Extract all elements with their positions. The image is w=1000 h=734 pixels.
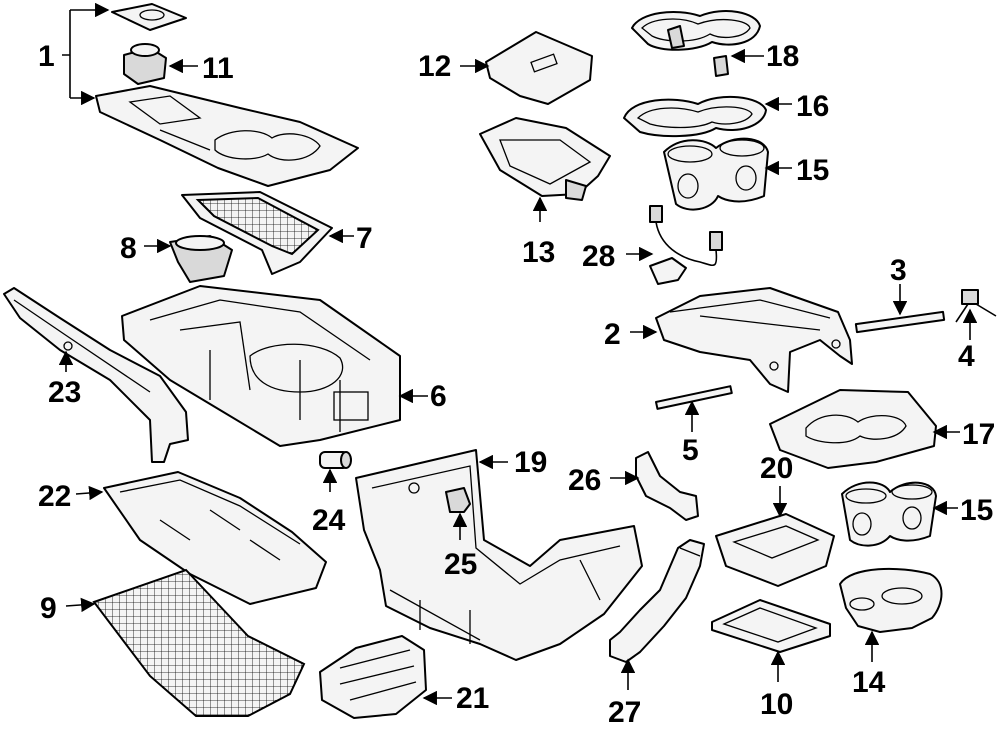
part-21-lower-bracket: [319, 635, 427, 719]
callout-4: 4: [958, 340, 975, 373]
part-26-duct: [635, 451, 699, 521]
part-9-mesh-net: [92, 568, 306, 717]
part-13-bracket: [479, 117, 611, 201]
callout-18: 18: [766, 40, 799, 73]
callout-14: 14: [852, 666, 886, 699]
part-23-side-bracket: [3, 287, 189, 463]
leader-lines: [58, 2, 978, 706]
callout-7: 7: [356, 222, 373, 255]
part-12-module: [485, 31, 593, 105]
part-8-bin: [169, 235, 233, 283]
part-25-clip: [445, 487, 471, 513]
part-15-cupholder-lower: [841, 481, 937, 547]
callout-20: 20: [760, 452, 793, 485]
callout-15-lower: 15: [960, 494, 993, 527]
part-16-ring: [623, 95, 767, 138]
callout-11: 11: [202, 52, 234, 85]
callout-22: 22: [38, 480, 71, 513]
callout-6: 6: [430, 380, 447, 413]
part-5-rod: [654, 385, 733, 410]
callout-12: 12: [418, 50, 451, 83]
callout-21: 21: [456, 682, 489, 715]
callout-23: 23: [48, 376, 81, 409]
callout-10: 10: [760, 688, 793, 721]
part-6-console-housing: [121, 285, 401, 447]
part-18-gasket: [631, 10, 761, 77]
callout-9: 9: [40, 592, 57, 625]
callout-25: 25: [444, 548, 477, 581]
part-15-cupholder-upper: [663, 137, 769, 211]
part-14-cupholder-base: [839, 567, 943, 633]
callout-3: 3: [890, 254, 907, 287]
callout-24: 24: [312, 504, 346, 537]
callout-27: 27: [608, 696, 641, 729]
callout-15-upper: 15: [796, 154, 829, 187]
callout-26: 26: [568, 464, 601, 497]
callout-17: 17: [962, 418, 995, 451]
callout-28: 28: [582, 240, 615, 273]
part-1-console-top-panel: [95, 85, 359, 187]
callout-13: 13: [522, 236, 555, 269]
part-3-rod: [854, 310, 946, 334]
callout-16: 16: [796, 90, 829, 123]
part-19-lower-frame: [355, 449, 643, 661]
callout-1: 1: [38, 40, 55, 73]
part-4-spring: [955, 289, 997, 323]
callout-8: 8: [120, 232, 137, 265]
part-1-bezel-cap: [111, 3, 187, 31]
part-10-mat: [711, 599, 831, 653]
callout-19: 19: [514, 446, 547, 479]
part-7-tray-panel: [181, 191, 333, 275]
part-2-armrest-lid: [655, 287, 853, 393]
part-20-storage-tray: [715, 513, 835, 587]
part-28-wire-harness: [649, 205, 723, 285]
callout-2: 2: [604, 318, 621, 351]
part-24-plug: [319, 451, 352, 469]
part-17-plate: [769, 389, 937, 469]
part-11-switch: [123, 43, 167, 85]
callout-5: 5: [682, 434, 699, 467]
part-22-side-panel: [103, 471, 327, 605]
callout-labels: 1 2 3 4 5 6 7 8 9 10 11 12 13 14 15 15 1…: [38, 40, 995, 729]
